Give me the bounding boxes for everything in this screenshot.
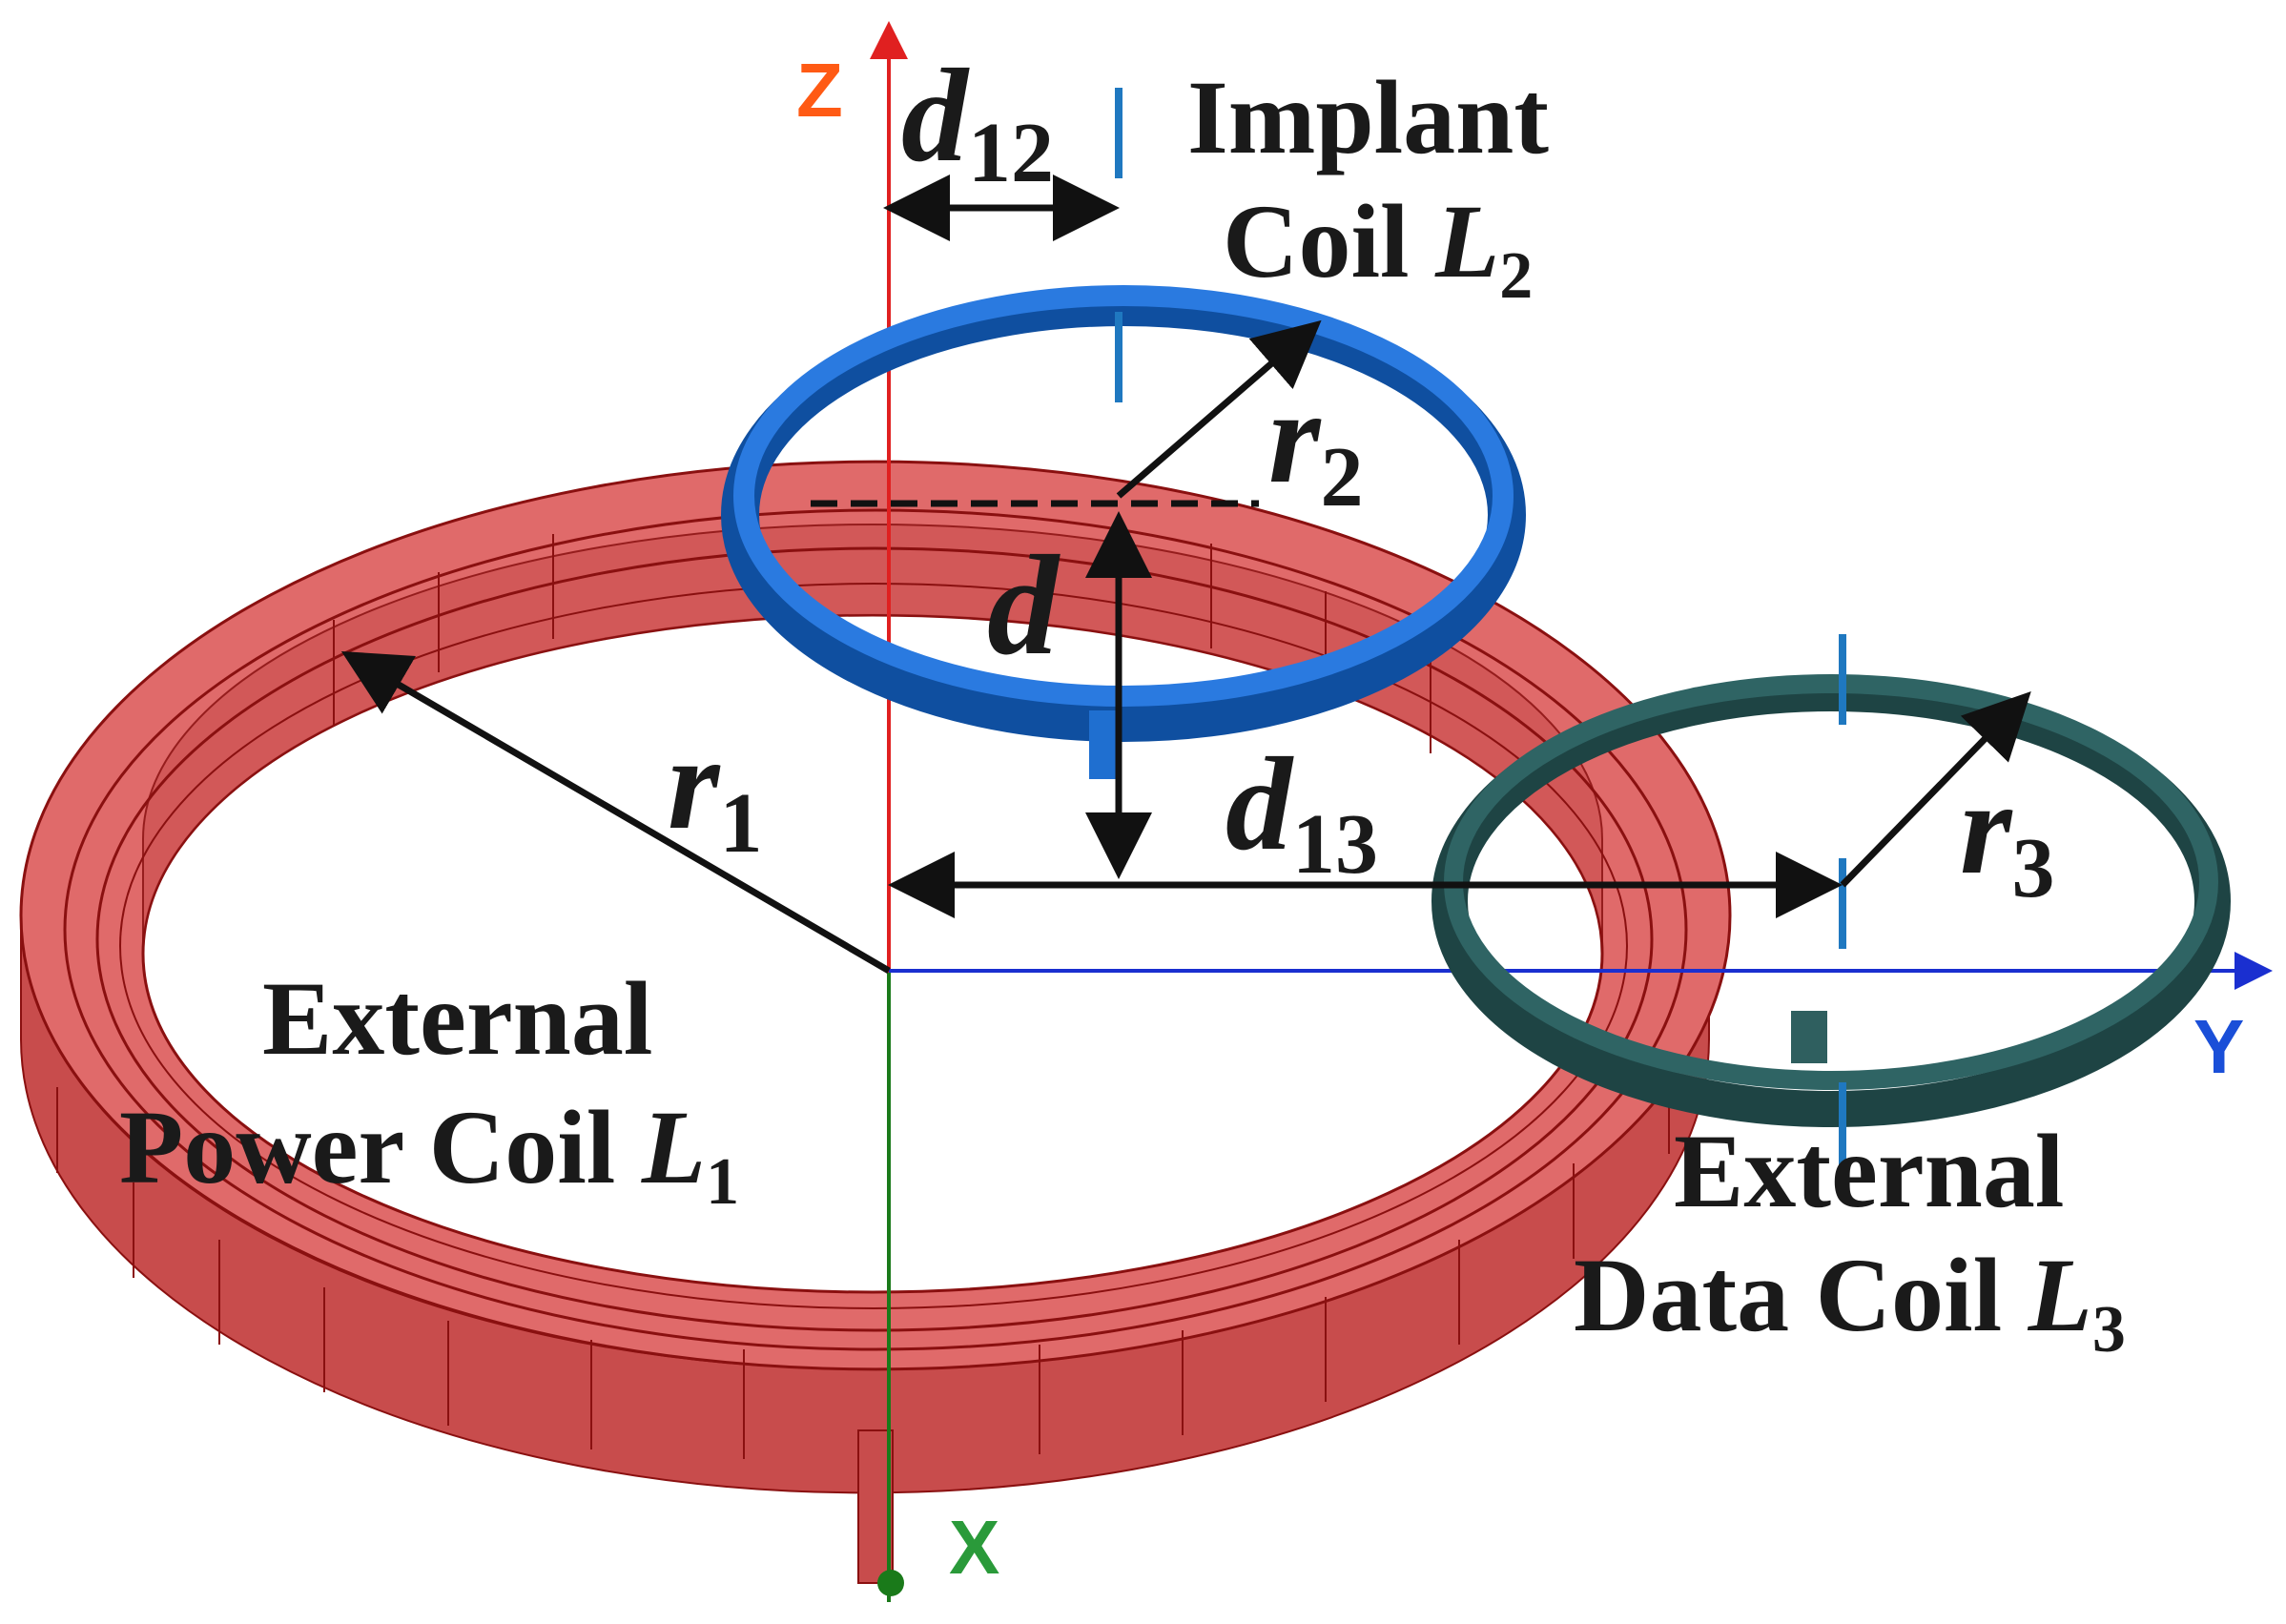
power-coil-segments (56, 534, 1670, 1459)
data-label-line2: Data Coil L3 (1574, 1237, 2126, 1367)
power-coil-groove-2 (95, 546, 1654, 1332)
r1-arrow (340, 650, 891, 975)
r1-label: r1 (668, 709, 762, 871)
data-coil-lead (1791, 1011, 1827, 1063)
data-coil-wall (1431, 675, 2231, 1127)
y-axis-label: Y (2193, 1004, 2244, 1089)
r2-label: r2 (1268, 363, 1363, 524)
power-label-line2: Power Coil L1 (119, 1089, 739, 1219)
power-coil-groove-1 (63, 508, 1688, 1351)
implant-label-line2: Coil L2 (1223, 183, 1533, 313)
r3-arrow (1840, 690, 2031, 888)
r3-label: r3 (1960, 754, 2054, 915)
d12-label: d12 (901, 42, 1054, 200)
dimension-symbols: d12 r2 d d13 r1 r3 (668, 42, 2054, 915)
power-label-line1: External (262, 960, 652, 1077)
d13-label: d13 (1225, 730, 1378, 892)
power-coil (19, 460, 1732, 1584)
center-lines (811, 88, 1846, 1240)
d-label: d (987, 526, 1061, 685)
x-axis-label: X (949, 1505, 999, 1590)
implant-coil-lead (1089, 710, 1116, 779)
z-axis-label: Z (796, 48, 843, 133)
data-label-line1: External (1674, 1113, 2064, 1229)
implant-label-line1: Implant (1187, 59, 1549, 175)
x-axis-tip (877, 1570, 904, 1596)
implant-coil-top (733, 285, 1514, 707)
implant-coil (721, 285, 1526, 779)
r2-arrow (1116, 319, 1322, 499)
coil-labels: Implant Coil L2 External Power Coil L1 E… (119, 59, 2126, 1367)
power-coil-groove-3 (119, 583, 1628, 1309)
dimension-arrows (340, 175, 2031, 975)
data-coil (1431, 674, 2231, 1127)
power-coil-inner-wall (142, 524, 1603, 955)
